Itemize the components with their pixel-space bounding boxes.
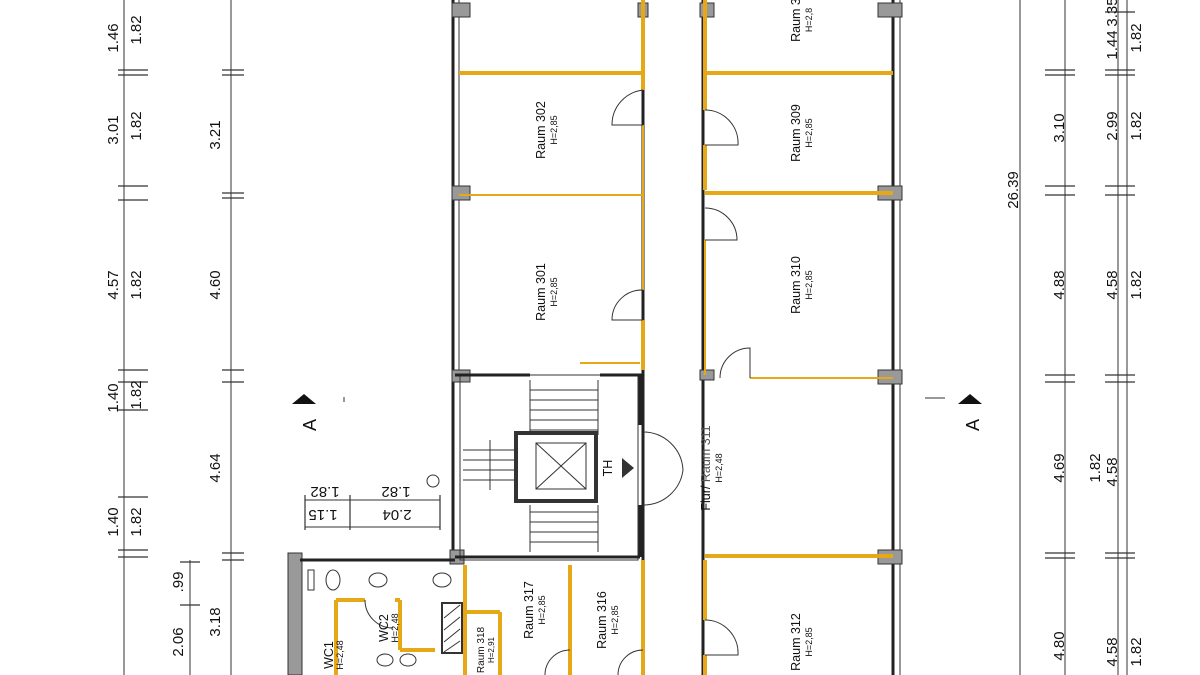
dim-right-inner-1: 1.82: [1128, 23, 1145, 52]
svg-text:Raum 301: Raum 301: [534, 263, 548, 321]
dim-mid-3: 4.64: [207, 453, 224, 482]
svg-text:H=2,48: H=2,48: [390, 613, 400, 642]
dim-mid-4: 3.18: [207, 607, 224, 636]
room-312: Raum 312 H=2,85: [789, 613, 814, 671]
room-309: Raum 309 H=2,85: [789, 104, 814, 162]
svg-text:WC1: WC1: [322, 641, 336, 669]
dim-right-outer-6: 4.58: [1104, 637, 1121, 666]
dim-right-outer-2: 1.44: [1104, 30, 1121, 59]
svg-text:H=2,85: H=2,85: [610, 605, 620, 634]
svg-text:WC2: WC2: [377, 614, 391, 642]
wc-dimensions: 1.82 1.82 1.15 2.04: [304, 474, 441, 530]
dim-right-outer-4: 4.58: [1104, 270, 1121, 299]
svg-text:H=2,85: H=2,85: [549, 277, 559, 306]
svg-text:Raum 309: Raum 309: [789, 104, 803, 162]
dim-right-inner-3: 1.82: [1128, 270, 1145, 299]
dim-left-1: 1.46: [105, 23, 122, 52]
svg-text:Raum 312: Raum 312: [789, 613, 803, 671]
svg-text:H=2,48: H=2,48: [714, 453, 724, 482]
svg-text:H=2,85: H=2,85: [804, 270, 814, 299]
stair-arrow-icon: [622, 458, 634, 478]
svg-text:Raum 3: Raum 3: [789, 0, 803, 42]
dim-wc-4: 2.04: [382, 506, 411, 523]
svg-text:Raum 317: Raum 317: [522, 581, 536, 639]
level-marker: [426, 474, 440, 488]
room-wc2: WC2 H=2,48: [377, 613, 400, 642]
elevator: [514, 431, 598, 503]
dim-left-3b: 1.82: [128, 270, 145, 299]
dim-wc-1: 1.82: [310, 483, 339, 500]
room-310: Raum 310 H=2,85: [789, 256, 814, 314]
dim-left-4b: 1.82: [128, 380, 145, 409]
dim-right-inner-4: 1.82: [1128, 637, 1145, 666]
dim-right-inner-2: 1.82: [1128, 111, 1145, 140]
dim-wc-3: 1.15: [308, 506, 337, 523]
svg-text:Raum 302: Raum 302: [534, 101, 548, 159]
dim-left-7: .99: [170, 572, 187, 593]
dim-right-outer-3: 2.99: [1104, 111, 1121, 140]
svg-text:Raum 316: Raum 316: [595, 591, 609, 649]
dim-left-2b: 1.82: [128, 111, 145, 140]
room-311: Flur/ Raum 311 H=2,48: [699, 425, 724, 510]
stair-label: TH: [601, 460, 615, 477]
svg-text:H=2,85: H=2,85: [804, 627, 814, 656]
svg-text:H=2,48: H=2,48: [335, 640, 345, 669]
room-308: Raum 3 H=2,8: [789, 0, 814, 42]
building-walls: TH: [449, 0, 903, 675]
section-marker-right: A: [925, 394, 983, 431]
right-dimension-chains: 26.39 3.10 4.88 4.69 4.80 1.82 3.35 1.44…: [1005, 0, 1145, 675]
dim-right-mid-3: 4.69: [1051, 453, 1068, 482]
svg-text:A: A: [300, 419, 320, 431]
left-dimension-chains: 1.46 1.82 3.01 1.82 4.57 1.82 1.40 1.82 …: [105, 0, 244, 675]
dim-right-mid-4: 4.80: [1051, 631, 1068, 660]
svg-text:Raum 310: Raum 310: [789, 256, 803, 314]
dim-total: 26.39: [1005, 171, 1022, 209]
dim-left-2: 3.01: [105, 115, 122, 144]
room-labels: Raum 302 H=2,85 Raum 301 H=2,85 Raum 3 H…: [322, 0, 814, 673]
svg-text:Raum 318: Raum 318: [476, 626, 487, 673]
dim-right-mid-2: 4.88: [1051, 270, 1068, 299]
dim-left-5: 1.40: [105, 507, 122, 536]
room-301: Raum 301 H=2,85: [534, 263, 559, 321]
wc-block: [287, 552, 502, 675]
room-317: Raum 317 H=2,85: [522, 581, 547, 639]
dim-mid-1: 3.21: [207, 120, 224, 149]
room-302: Raum 302 H=2,85: [534, 101, 559, 159]
dim-wc-2: 1.82: [381, 483, 410, 500]
dim-left-5b: 1.82: [128, 507, 145, 536]
room-316: Raum 316 H=2,85: [595, 591, 620, 649]
dim-left-3: 4.57: [105, 270, 122, 299]
dim-right-mid-1: 3.10: [1051, 113, 1068, 142]
section-marker-left: A: [292, 394, 345, 431]
dim-mid-2: 4.60: [207, 270, 224, 299]
svg-text:H=2,91: H=2,91: [487, 636, 496, 663]
dim-right-outer-5: 4.58: [1104, 457, 1121, 486]
dim-right-outer-1: 3.35: [1104, 0, 1121, 27]
dim-right-mid-5: 1.82: [1087, 453, 1104, 482]
doors: [544, 89, 751, 675]
room-wc1: WC1 H=2,48: [322, 640, 345, 669]
svg-text:H=2,85: H=2,85: [549, 115, 559, 144]
svg-text:Flur/ Raum 311: Flur/ Raum 311: [699, 425, 713, 510]
svg-text:H=2,85: H=2,85: [537, 595, 547, 624]
svg-text:A: A: [963, 419, 983, 431]
svg-text:H=2,85: H=2,85: [804, 118, 814, 147]
room-318: Raum 318 H=2,91: [476, 626, 496, 673]
dim-left-6: 2.06: [170, 627, 187, 656]
svg-text:H=2,8: H=2,8: [804, 8, 814, 32]
dim-left-4: 1.40: [105, 383, 122, 412]
dim-left-1b: 1.82: [128, 15, 145, 44]
